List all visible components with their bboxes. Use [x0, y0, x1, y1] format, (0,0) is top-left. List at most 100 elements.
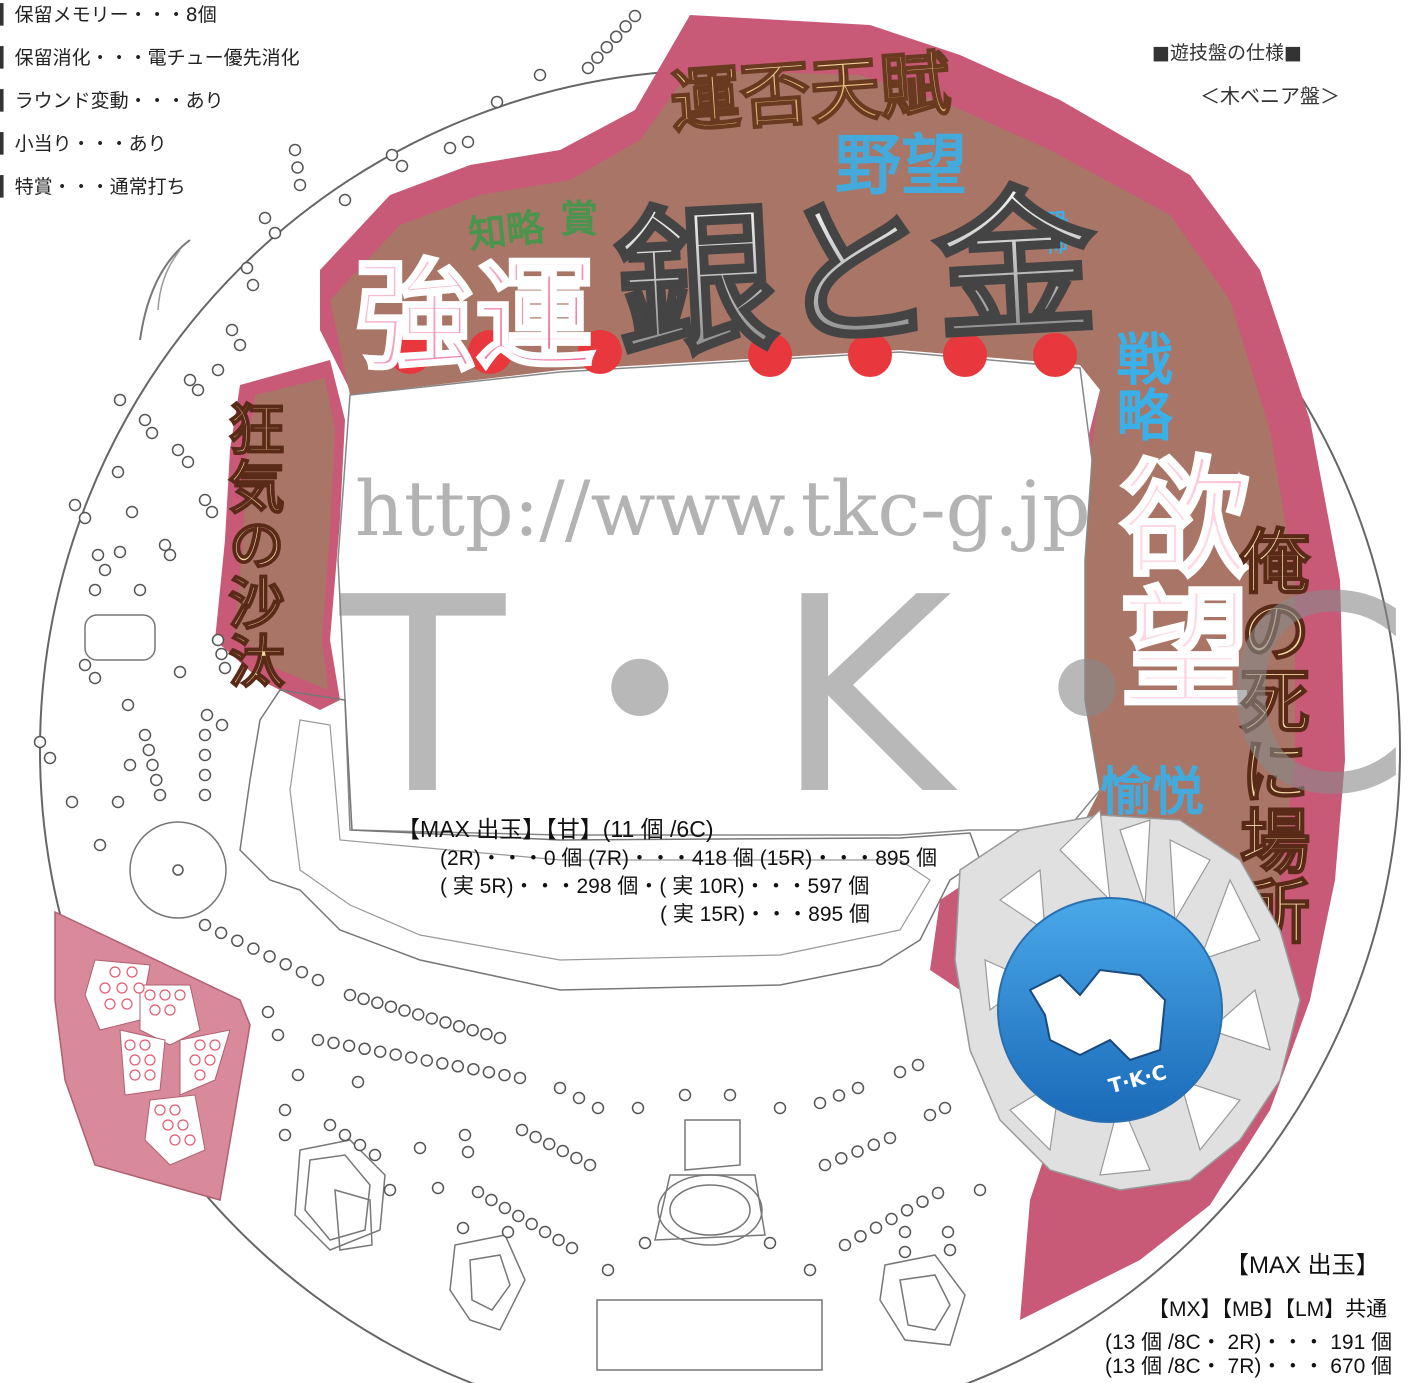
art-right-lower: 愉悦 — [1100, 762, 1204, 823]
nail — [373, 1045, 387, 1058]
nail — [420, 1054, 434, 1067]
left-rail-inner — [157, 249, 181, 311]
nail — [818, 1158, 832, 1172]
lower-right-pocket — [879, 1254, 966, 1346]
pocket-pin — [129, 1069, 141, 1081]
nail — [385, 148, 399, 162]
pocket-pin — [209, 1039, 221, 1051]
payout-right-line1: (13 個 /8C・ 2R)・・・ 191 個 — [1105, 1332, 1393, 1354]
nail — [763, 1236, 777, 1250]
pocket-pin — [116, 982, 128, 994]
nail — [436, 1057, 449, 1070]
nail — [173, 665, 187, 679]
nail — [628, 9, 642, 23]
nail — [198, 788, 212, 802]
art-small-right: 恐怖 — [1042, 210, 1068, 254]
nail — [111, 795, 125, 809]
nail — [261, 1005, 275, 1019]
nail — [773, 1101, 787, 1115]
frame-inner-brown — [330, 70, 1295, 1120]
nail — [311, 1033, 325, 1047]
pocket-pin — [194, 1039, 206, 1051]
payout-center-line3: ( 実 15R)・・・895 個 — [660, 903, 870, 926]
pocket-pin — [139, 1039, 151, 1051]
nail — [78, 511, 92, 525]
pocket-pin — [144, 1069, 156, 1081]
nail — [343, 988, 357, 1002]
nail — [931, 1186, 945, 1200]
nail — [443, 141, 457, 155]
spec-item: 特賞・・・通常打ち — [0, 166, 186, 209]
nail — [246, 278, 260, 292]
nails — [33, 9, 987, 1277]
nail — [413, 1141, 427, 1155]
nail — [900, 1204, 914, 1217]
nail — [371, 996, 384, 1010]
nail — [493, 1031, 507, 1045]
stage-inner — [289, 719, 931, 961]
payout-center-line2: ( 実 5R)・・・298 個・( 実 10R)・・・597 個 — [440, 875, 869, 898]
nail — [601, 1263, 615, 1277]
nail — [342, 1039, 356, 1053]
nail — [33, 735, 47, 749]
red-lamp — [1033, 333, 1077, 377]
pocket-pin — [164, 1004, 176, 1016]
nail — [146, 758, 159, 772]
badge-emblem — [1028, 968, 1167, 1062]
nail — [398, 1004, 411, 1017]
nail — [231, 934, 244, 947]
nail — [65, 795, 79, 809]
nail — [93, 838, 107, 852]
pocket-pin — [159, 989, 171, 1001]
nail — [183, 373, 197, 387]
nail — [485, 1193, 498, 1207]
nail — [461, 1145, 475, 1159]
nail — [482, 1065, 496, 1079]
nail — [353, 1138, 367, 1152]
left-round-pocket-pin — [172, 864, 184, 876]
payout-center-line1: (2R)・・・0 個 (7R)・・・418 個 (15R)・・・895 個 — [440, 847, 937, 870]
nail — [153, 788, 167, 802]
nail — [451, 1060, 465, 1073]
nail — [68, 498, 82, 512]
nail — [525, 1217, 538, 1231]
nail — [211, 363, 225, 377]
nail — [813, 1096, 827, 1110]
nail — [512, 1209, 525, 1223]
nail — [291, 161, 304, 174]
nail — [198, 918, 212, 932]
nail — [338, 1128, 352, 1142]
pocket-pin — [121, 998, 133, 1010]
nail — [191, 383, 205, 397]
nail — [351, 1075, 365, 1089]
watermark-logo: T・K・C — [336, 539, 1411, 854]
nail — [43, 751, 57, 765]
pocket-pin — [194, 1069, 206, 1081]
nail — [198, 493, 212, 507]
pocket-pin — [204, 1054, 216, 1066]
pocket-pin — [144, 1054, 156, 1066]
nail — [288, 143, 302, 157]
nail — [458, 1128, 472, 1142]
nail — [198, 748, 212, 762]
nail — [498, 1068, 511, 1082]
nail — [452, 1020, 466, 1033]
nail — [501, 1225, 515, 1239]
art-left-pillar: 狂気の沙汰 — [219, 400, 285, 690]
spec-item: 保留メモリー・・・8個 — [0, 0, 217, 37]
nail — [389, 1048, 402, 1061]
nail — [121, 698, 135, 712]
nail — [466, 1023, 479, 1037]
nail — [938, 1101, 952, 1115]
art-top-banner: 運否天賦 — [668, 42, 953, 144]
art-right-small: 戦略 — [1107, 330, 1173, 442]
nail — [163, 548, 177, 562]
nail — [572, 1091, 586, 1105]
nail — [198, 728, 212, 742]
nail — [538, 1225, 552, 1239]
art-logo-left: 強運 — [355, 246, 595, 387]
pocket-pin — [184, 1134, 196, 1146]
nail — [552, 1233, 565, 1247]
board-spec-title: ■遊技盤の仕様■ — [1152, 42, 1302, 64]
